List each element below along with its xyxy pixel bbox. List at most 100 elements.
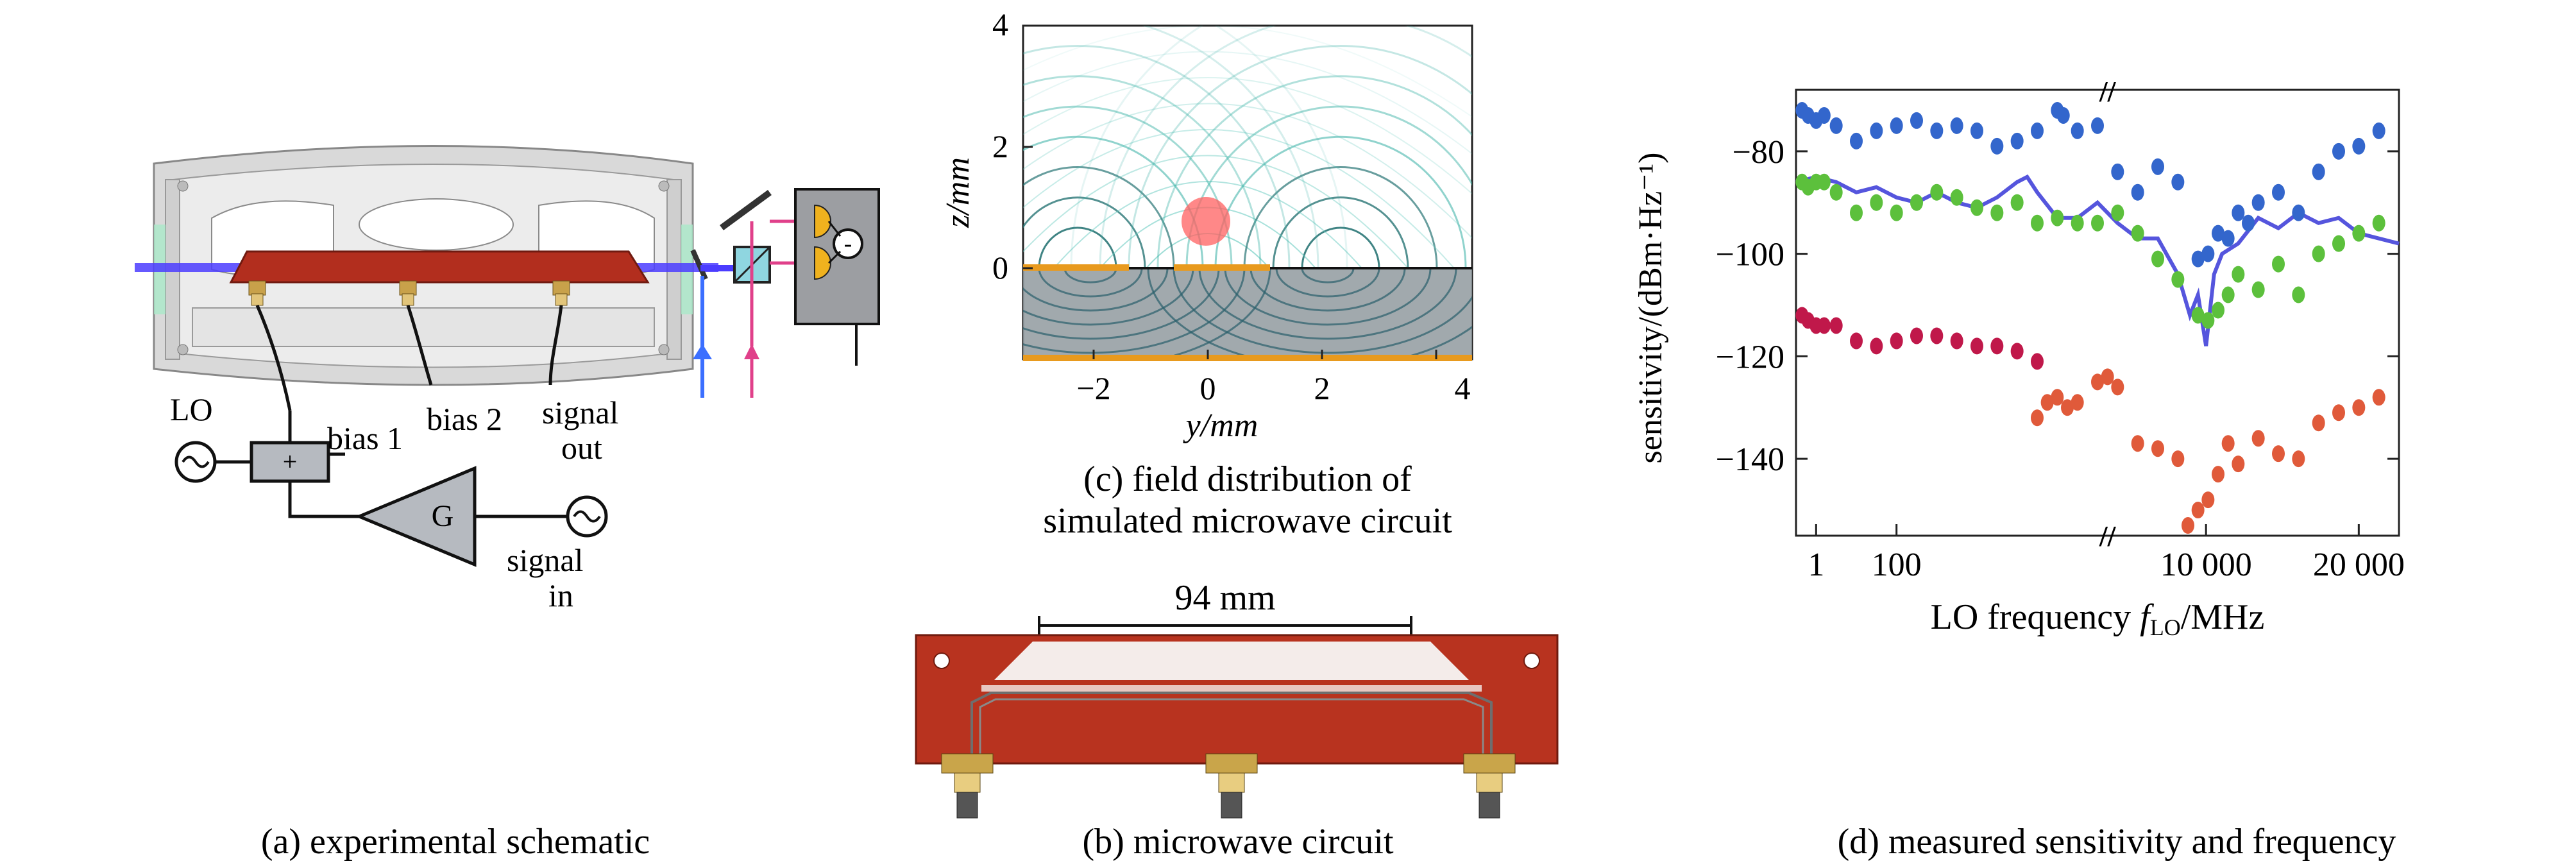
d-data-point-green — [2091, 214, 2104, 232]
d-data-point-green — [2232, 266, 2245, 283]
d-axis-break: // — [2099, 520, 2117, 552]
d-data-point-green — [2212, 302, 2224, 319]
d-data-point-orange — [2272, 445, 2285, 463]
d-data-point-green — [2251, 281, 2265, 298]
d-data-point-blue — [2056, 106, 2070, 124]
d-data-point-blue — [2251, 194, 2265, 211]
caption-c-line1: (c) field distribution of — [1083, 459, 1412, 499]
d-data-point-green — [2071, 214, 2084, 232]
d-data-point-orange — [2151, 440, 2164, 457]
panel-c-field: 4 2 0 −2 0 2 4 z/mm y/mm (c) field distr… — [940, 6, 1473, 541]
d-data-point-crimson — [1829, 317, 1843, 334]
d-data-point-orange — [2332, 404, 2345, 421]
d-xtick-label: 100 — [1872, 547, 1922, 583]
d-data-point-orange — [2182, 517, 2194, 534]
connector-signal-out — [552, 280, 570, 306]
d-data-point-green — [2272, 255, 2285, 273]
d-data-point-orange — [2061, 399, 2074, 416]
label-signal-in-line2: in — [548, 577, 573, 613]
d-data-point-orange — [2292, 450, 2305, 468]
d-data-point-orange — [2071, 394, 2084, 411]
panel-a-schematic: + G LO bias 1 bias 2 signal out signal i… — [135, 145, 880, 862]
field-streamlines — [1023, 26, 1472, 359]
d-data-point-orange — [2232, 455, 2245, 473]
d-data-point-orange — [2191, 502, 2205, 519]
d-data-point-orange — [2171, 450, 2185, 468]
d-data-point-blue — [1890, 117, 1903, 134]
d-data-point-green — [2171, 271, 2185, 288]
label-signal-out-line1: signal — [542, 395, 618, 430]
panel-b-circuit: 94 mm (b) microwave circuit — [915, 578, 1559, 862]
d-data-point-blue — [2352, 137, 2366, 155]
caption-c-line2: simulated microwave circuit — [1043, 501, 1452, 541]
d-data-point-green — [1910, 194, 1923, 211]
d-ytick-label: −140 — [1716, 441, 1784, 478]
d-data-point-blue — [2191, 250, 2205, 268]
d-xtick-label: 1 — [1808, 547, 1824, 583]
d-data-point-green — [2131, 225, 2144, 242]
d-data-point-green — [2312, 245, 2325, 262]
d-data-point-orange — [2101, 368, 2114, 386]
d-data-point-blue — [1817, 106, 1831, 124]
d-data-point-blue — [2312, 163, 2325, 180]
d-data-point-green — [1930, 183, 1944, 201]
d-xtick-label: 10 000 — [2160, 547, 2252, 583]
d-data-point-blue — [2242, 214, 2255, 232]
connector-bias-1 — [248, 280, 266, 306]
d-ytick-label: −100 — [1716, 237, 1784, 273]
d-data-point-blue — [1850, 132, 1863, 149]
d-data-point-green — [1890, 204, 1903, 221]
d-data-point-green — [2332, 235, 2345, 252]
label-bias-1: bias 1 — [327, 420, 403, 456]
c-xtick-2: 2 — [1314, 370, 1330, 406]
d-model-line — [1795, 174, 2400, 346]
d-data-point-blue — [1829, 117, 1843, 134]
d-data-point-orange — [2091, 373, 2104, 391]
d-data-point-orange — [2312, 414, 2325, 432]
d-data-point-blue — [2071, 122, 2084, 139]
lo-source — [174, 441, 217, 483]
d-data-point-crimson — [1870, 337, 1883, 355]
c-ylabel: z/mm — [940, 157, 976, 228]
chart-d-ylabel: sensitivity/(dBm·Hz⁻¹) — [1632, 153, 1669, 464]
bias-tee-box — [250, 441, 330, 483]
circuit-board — [229, 250, 650, 284]
d-data-point-blue — [2212, 225, 2224, 242]
d-data-point-crimson — [1970, 337, 1983, 355]
d-data-point-green — [2221, 286, 2235, 303]
d-data-point-blue — [2372, 122, 2385, 139]
d-data-point-crimson — [1910, 327, 1923, 345]
label-signal-out-line2: out — [561, 430, 602, 466]
d-data-point-crimson — [1930, 327, 1944, 345]
d-data-point-green — [2352, 225, 2366, 242]
caption-a: (a) experimental schematic — [261, 822, 650, 862]
chart-d-frame — [1795, 89, 2400, 537]
d-data-point-orange — [2111, 379, 2124, 396]
d-data-point-blue — [2151, 158, 2164, 175]
d-xtick-label: 20 000 — [2313, 547, 2405, 583]
d-data-point-orange — [2212, 466, 2224, 483]
d-data-point-green — [1990, 204, 2004, 221]
d-data-point-green — [1850, 204, 1863, 221]
d-data-point-orange — [2372, 389, 2385, 406]
d-data-point-blue — [1950, 117, 1963, 134]
signal-source — [566, 495, 608, 538]
d-data-point-crimson — [2010, 343, 2024, 360]
d-data-point-blue — [2221, 230, 2235, 247]
c-xtick-4: 4 — [1455, 370, 1471, 406]
d-data-point-crimson — [1817, 317, 1831, 334]
d-data-point-blue — [2272, 183, 2285, 201]
d-data-point-green — [1950, 189, 1963, 206]
label-lo: LO — [170, 391, 213, 427]
c-ytick-4: 4 — [992, 6, 1008, 42]
sma-connector-left — [941, 753, 994, 819]
d-data-point-green — [2151, 250, 2164, 268]
d-data-point-green — [2292, 286, 2305, 303]
detector-minus: - — [844, 230, 852, 257]
ground-plane — [1023, 355, 1472, 361]
d-data-point-green — [2010, 194, 2024, 211]
d-data-point-blue — [1910, 112, 1923, 129]
d-data-point-green — [2201, 312, 2215, 329]
d-data-point-green — [1829, 183, 1843, 201]
connector-bias-2 — [399, 280, 417, 306]
